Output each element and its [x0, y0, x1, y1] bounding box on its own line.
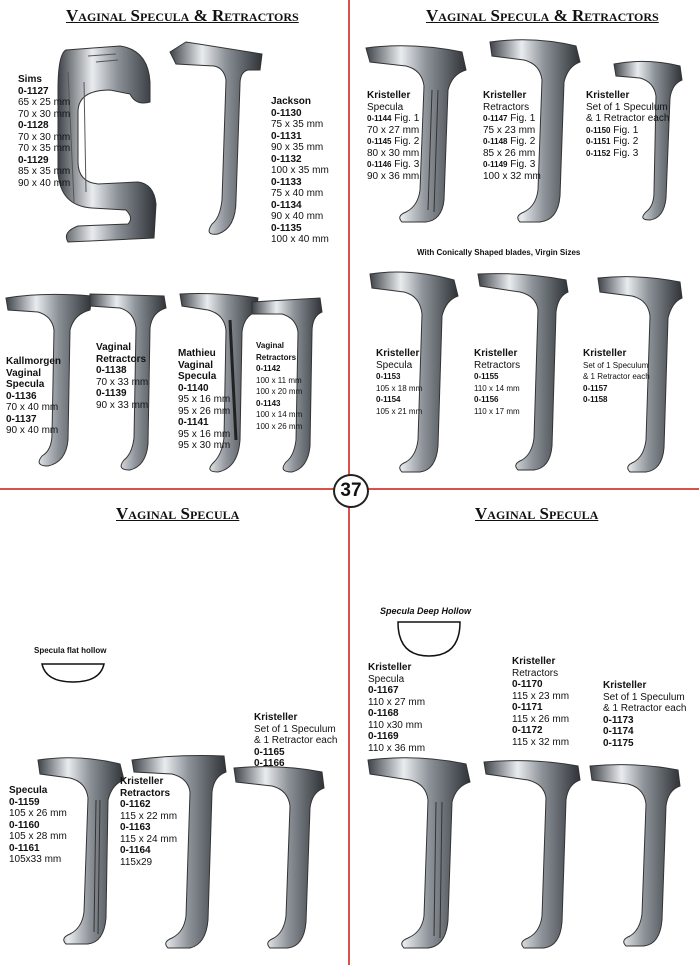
speculum-image [37, 757, 125, 945]
flat-hollow-shape [41, 663, 105, 683]
section-title-top-left: Vaginal Specula & Retractors [66, 6, 299, 25]
retractor-image [89, 293, 167, 471]
specula-label-bl: Specula 0-1159 105 x 26 mm 0-1160 105 x … [9, 785, 67, 865]
speculum-image [369, 271, 459, 473]
vaginal-retractors-label-2: Vaginal Retractors 0-1142 100 x 11 mm 10… [256, 341, 303, 431]
retractor-image [477, 273, 569, 471]
speculum-image [367, 757, 471, 949]
speculum-image [589, 764, 681, 947]
speculum-image [613, 60, 683, 221]
kristeller-retractors-label-1: Kristeller Retractors 0-1147 Fig. 1 75 x… [483, 90, 541, 182]
sims-label: Sims 0-1127 65 x 25 mm 70 x 30 mm 0-1128… [18, 74, 71, 189]
flat-hollow-label: Specula flat hollow [34, 646, 107, 655]
speculum-image [365, 45, 467, 223]
kristeller-set-label-2: Kristeller Set of 1 Speculum & 1 Retract… [583, 348, 650, 404]
kristeller-set-label-bl: Kristeller Set of 1 Speculum & 1 Retract… [254, 712, 338, 769]
kristeller-set-label-br: Kristeller Set of 1 Speculum & 1 Retract… [603, 680, 687, 749]
jackson-label: Jackson 0-1130 75 x 35 mm 0-1131 90 x 35… [271, 96, 329, 245]
speculum-image [179, 293, 259, 473]
retractor-image [251, 297, 323, 473]
kristeller-retractors-label-br: Kristeller Retractors 0-1170 115 x 23 mm… [512, 656, 570, 748]
vaginal-retractors-label-1: Vaginal Retractors 0-1138 70 x 33 mm 0-1… [96, 342, 149, 411]
kristeller-specula-label-br: Kristeller Specula 0-1167 110 x 27 mm 0-… [368, 662, 426, 754]
retractor-image [483, 760, 581, 949]
deep-hollow-label: Specula Deep Hollow [380, 606, 472, 616]
kristeller-retractors-label-bl: Kristeller Retractors 0-1162 115 x 22 mm… [120, 776, 178, 868]
kristeller-specula-label-2: Kristeller Specula 0-1153 105 x 18 mm 0-… [376, 348, 423, 416]
retractor-image [169, 41, 263, 235]
page-number: 37 [333, 474, 369, 508]
speculum-image [57, 45, 157, 243]
retractor-image [489, 39, 581, 223]
section-title-bottom-right: Vaginal Specula [475, 504, 599, 523]
kristeller-set-label-1: Kristeller Set of 1 Speculum & 1 Retract… [586, 90, 670, 159]
section-title-bottom-left: Vaginal Specula [116, 504, 240, 523]
kristeller-retractors-label-2: Kristeller Retractors 0-1155 110 x 14 mm… [474, 348, 521, 416]
kristeller-specula-label-1: Kristeller Specula 0-1144 Fig. 1 70 x 27… [367, 90, 420, 182]
deep-hollow-shape [397, 621, 461, 657]
kallmorgen-label: Kallmorgen Vaginal Specula 0-1136 70 x 4… [6, 356, 62, 436]
speculum-image [233, 766, 325, 949]
conical-blades-note: With Conically Shaped blades, Virgin Siz… [417, 248, 581, 257]
mathieu-label: Mathieu Vaginal Specula 0-1140 95 x 16 m… [178, 348, 231, 451]
speculum-image [597, 276, 683, 473]
section-title-top-right: Vaginal Specula & Retractors [426, 6, 659, 25]
retractor-image [131, 755, 227, 949]
